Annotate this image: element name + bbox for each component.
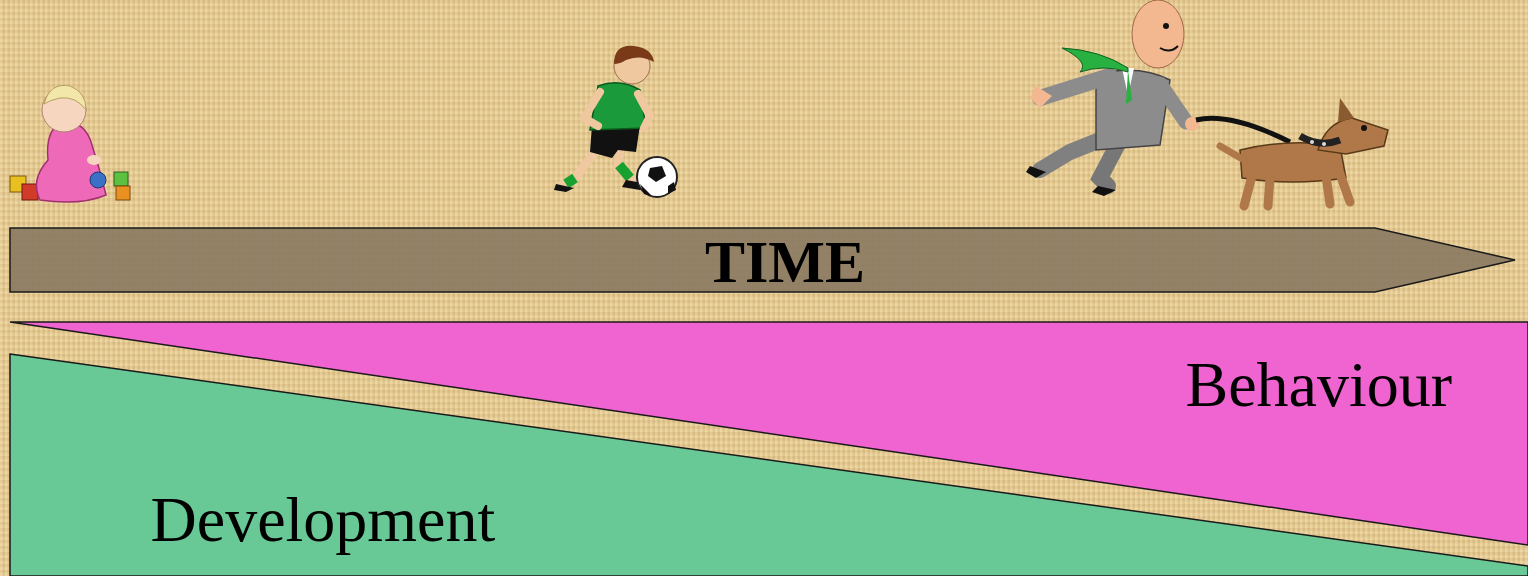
baby-illustration bbox=[10, 85, 130, 202]
boy-football-illustration bbox=[554, 46, 677, 197]
band-shape bbox=[10, 354, 1528, 576]
development-band: Development bbox=[10, 354, 1528, 576]
man-dog-illustration bbox=[1026, 0, 1388, 206]
band-label: TIME bbox=[705, 228, 865, 297]
time-arrow-band: TIME bbox=[10, 228, 1518, 292]
band-label: Behaviour bbox=[1186, 348, 1453, 422]
band-label: Development bbox=[151, 483, 496, 557]
